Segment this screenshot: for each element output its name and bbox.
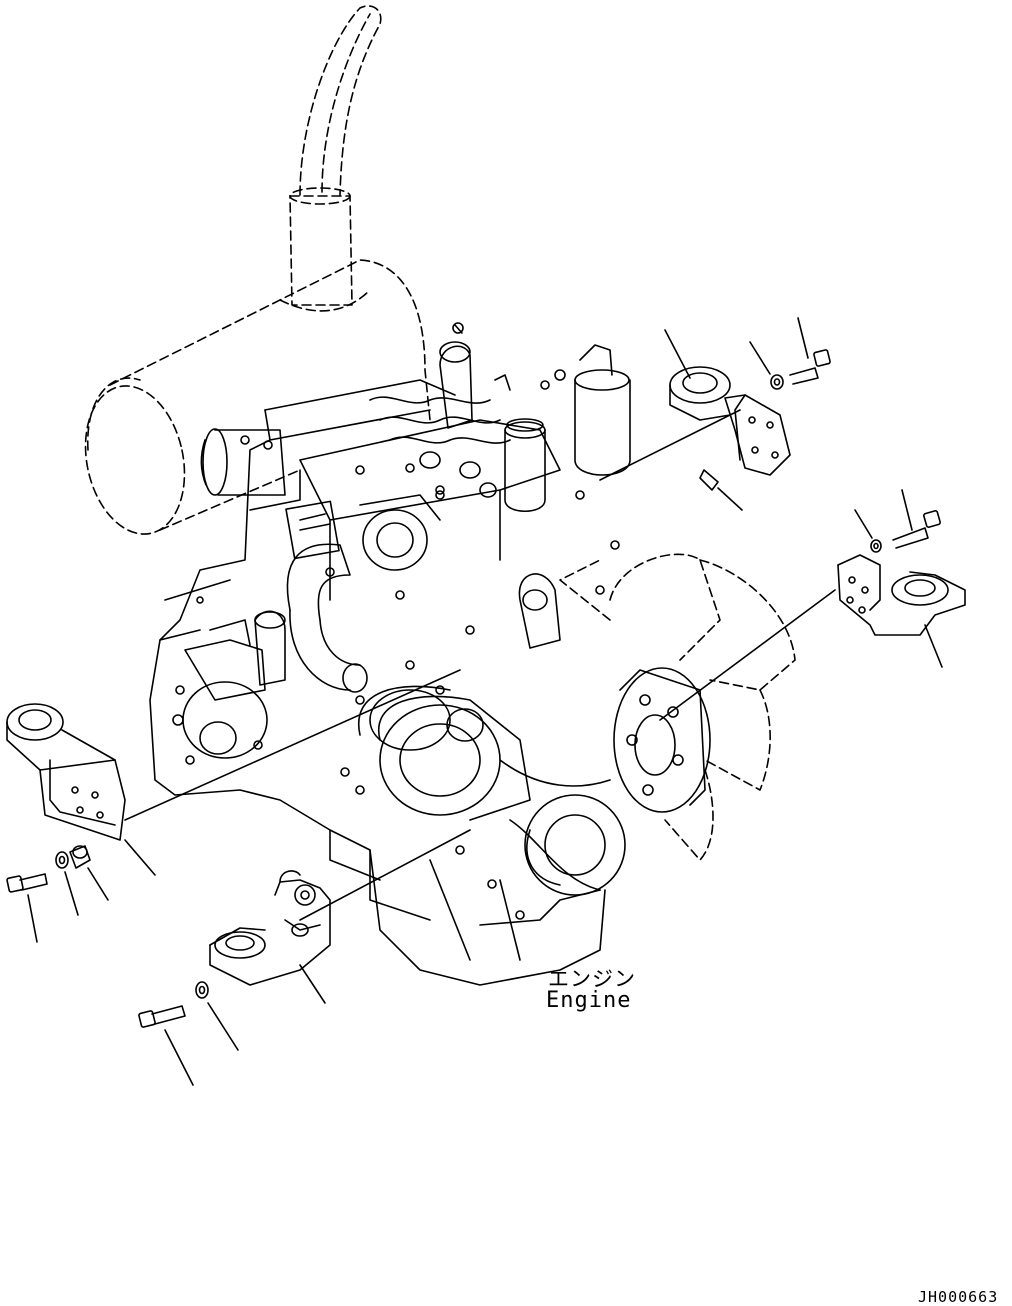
front-left-mount-hardware (139, 982, 238, 1085)
engine-label-japanese: エンジン (548, 967, 636, 991)
cylinder-head (286, 420, 560, 600)
engine-mount-right-rear (665, 330, 790, 475)
oil-filler (505, 419, 545, 511)
engine-label-english: Engine (546, 988, 632, 1013)
right-rear-mount-hardware (700, 318, 830, 510)
exhaust-pipe (290, 6, 381, 305)
fan-hub (614, 668, 710, 812)
cooling-fan (560, 554, 795, 860)
belt-drive (359, 686, 625, 895)
intake-duct (201, 429, 285, 495)
coolant-hose (287, 544, 560, 692)
water-pump (160, 580, 285, 764)
engine-bolts (254, 466, 619, 919)
leader-lines (125, 410, 835, 920)
fuel-lines (370, 397, 510, 497)
right-front-mount-hardware (855, 490, 941, 552)
filter-canister (541, 345, 630, 475)
engine-mount-left-rear (7, 704, 125, 840)
breather-hose (440, 323, 510, 428)
left-mount-hardware (7, 840, 155, 942)
engine-mount-right-front (838, 555, 965, 667)
drawing-code: JH000663 (918, 1288, 999, 1306)
muffler (72, 260, 430, 543)
engine-mount-left-front (210, 871, 330, 1003)
